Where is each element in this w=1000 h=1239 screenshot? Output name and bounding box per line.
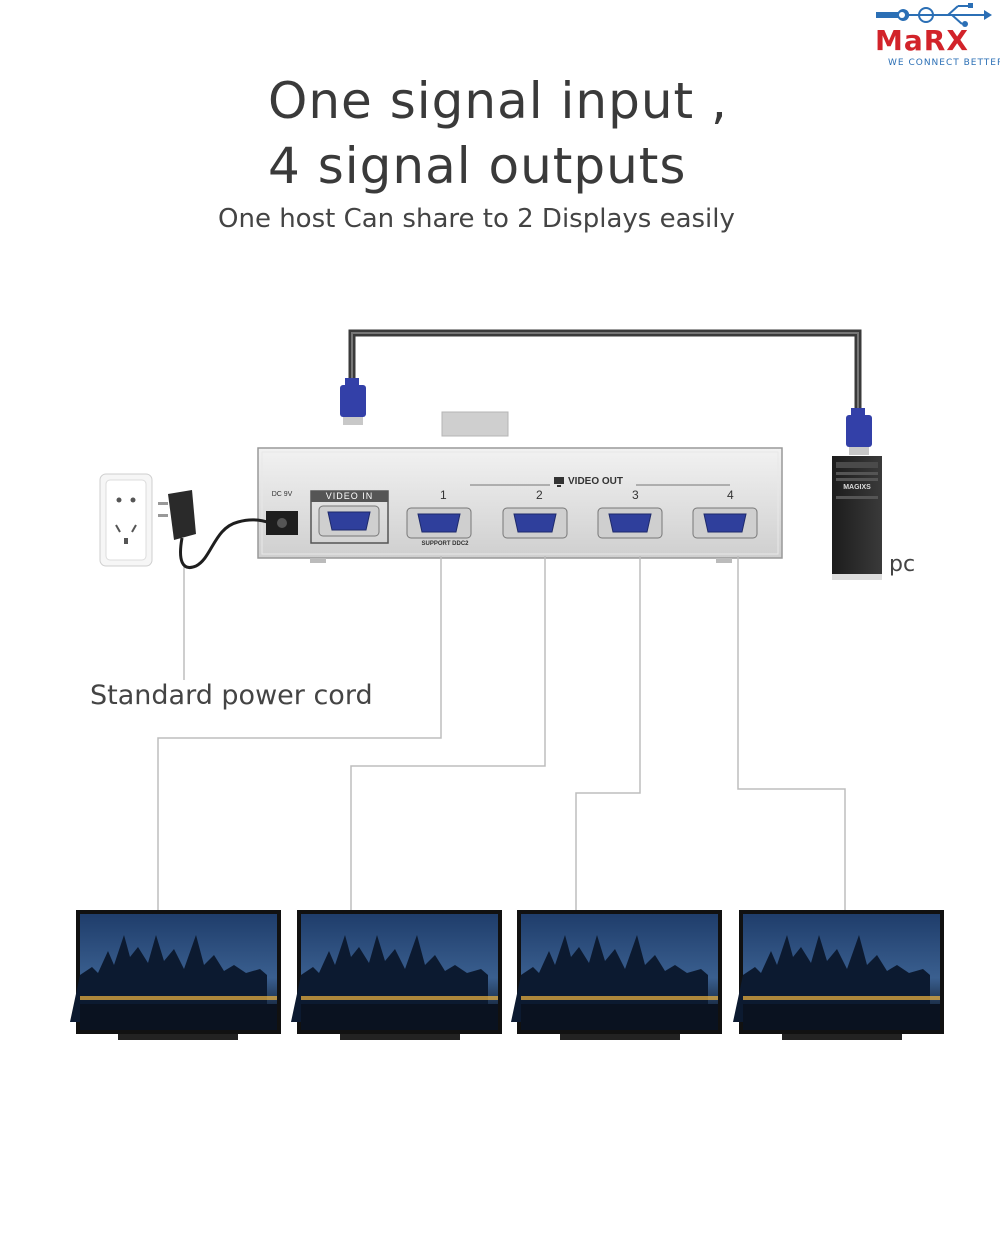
logo-wordmark: MaRX — [875, 24, 969, 57]
dc-input-label: DC 9V — [271, 491, 293, 498]
logo-tagline: WE CONNECT BETTER — [888, 58, 1000, 68]
monitor-3 — [511, 910, 722, 1040]
pc-badge: MAGIXS — [843, 484, 871, 491]
port-number-2: 2 — [536, 488, 543, 502]
vga-port-3 — [597, 507, 663, 539]
port-number-4: 4 — [727, 488, 734, 502]
brand-logo: MaRX WE CONNECT BETTER — [872, 0, 1000, 70]
vga-splitter-box — [257, 447, 783, 563]
vga-port-1 — [406, 507, 472, 539]
monitor-icon — [554, 477, 564, 487]
monitor-4 — [733, 910, 944, 1040]
wrench-usb-icon — [876, 3, 992, 27]
vga-port-input — [318, 505, 380, 537]
monitor-2 — [291, 910, 502, 1040]
vga-input-cable — [348, 329, 862, 412]
monitor-1 — [70, 910, 281, 1040]
video-out-label: VIDEO OUT — [568, 476, 624, 487]
power-adapter-icon — [158, 490, 271, 569]
vga-connector-icon — [846, 408, 872, 455]
port-number-1: 1 — [440, 488, 447, 502]
power-cord-label: Standard power cord — [90, 680, 373, 711]
vga-connector-icon — [340, 378, 366, 425]
subtitle: One host Can share to 2 Displays easily — [218, 204, 735, 234]
output-lead-lines — [157, 556, 846, 912]
headline-line-2: 4 signal outputs — [268, 137, 687, 195]
wall-socket-icon — [99, 473, 153, 567]
vga-port-4 — [692, 507, 758, 539]
port-number-3: 3 — [632, 488, 639, 502]
headline-line-1: One signal input , — [268, 72, 728, 130]
port1-ddc-note: SUPPORT DDC2 — [421, 541, 469, 547]
pc-tower-icon — [832, 456, 882, 580]
video-in-label: VIDEO IN — [325, 491, 374, 501]
video-out-bracket — [470, 484, 730, 486]
vga-port-2 — [502, 507, 568, 539]
pc-label: pc — [889, 552, 916, 577]
